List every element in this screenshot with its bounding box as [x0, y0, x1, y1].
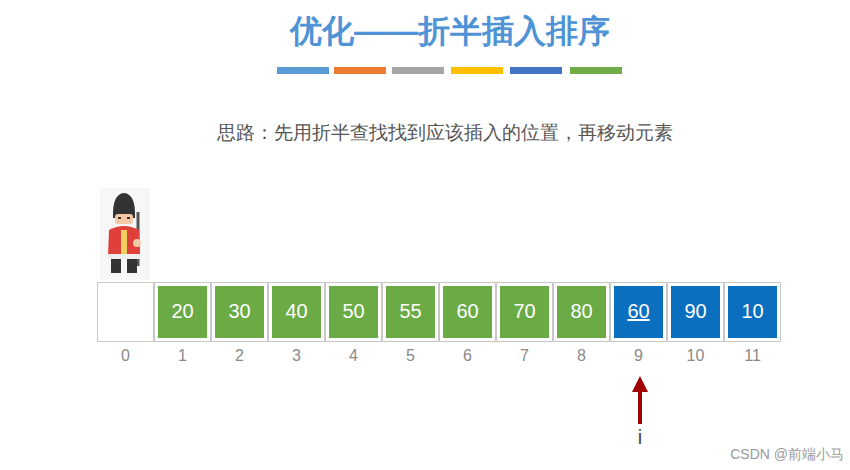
cell-value: 80: [554, 298, 609, 324]
array-cell: 0: [97, 282, 154, 342]
cell-value: 50: [326, 298, 381, 324]
watermark: CSDN @前端小马: [730, 446, 844, 464]
index-number: 10: [668, 347, 723, 365]
cell-value: 40: [269, 298, 324, 324]
pointer-arrow: [632, 376, 648, 424]
guard-illustration: [100, 188, 150, 280]
array-cell: 606: [439, 282, 496, 342]
index-number: 11: [725, 347, 780, 365]
index-number: 5: [383, 347, 438, 365]
index-number: 3: [269, 347, 324, 365]
cell-value: 20: [155, 298, 210, 324]
title: 优化——折半插入排序: [50, 10, 850, 54]
index-number: 6: [440, 347, 495, 365]
cell-value: 55: [383, 298, 438, 324]
index-number: 7: [497, 347, 552, 365]
index-number: 4: [326, 347, 381, 365]
cell-value: 10: [725, 298, 780, 324]
array-cell: 201: [154, 282, 211, 342]
cell-value: 30: [212, 298, 267, 324]
index-number: 2: [212, 347, 267, 365]
cell-value: 90: [668, 298, 723, 324]
array-cell: 504: [325, 282, 382, 342]
array-cell: 808: [553, 282, 610, 342]
index-number: 8: [554, 347, 609, 365]
index-number: 0: [98, 347, 153, 365]
cell-value: 70: [497, 298, 552, 324]
array-cell: 555: [382, 282, 439, 342]
cell-value: 60: [440, 298, 495, 324]
array-cell: 707: [496, 282, 553, 342]
array-cell: 403: [268, 282, 325, 342]
index-number: 1: [155, 347, 210, 365]
cell-value: 60: [611, 298, 666, 324]
array-cell: 609: [610, 282, 667, 342]
pointer-label: i: [620, 426, 660, 449]
subtitle-note: 思路：先用折半查找找到应该插入的位置，再移动元素: [45, 120, 845, 146]
index-number: 9: [611, 347, 666, 365]
color-bar: [277, 67, 622, 74]
array-cell: 1011: [724, 282, 781, 342]
array-cell: 9010: [667, 282, 724, 342]
array-cell: 302: [211, 282, 268, 342]
